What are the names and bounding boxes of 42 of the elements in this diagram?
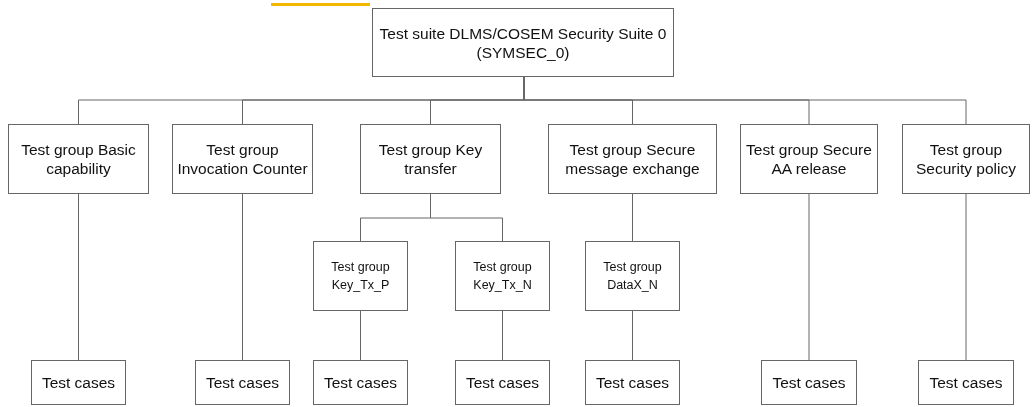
connector-line [632, 310, 633, 361]
test-box [902, 124, 1030, 194]
test-box [372, 8, 674, 77]
box-label: Test group Key_Tx_N [472, 259, 533, 294]
test-box [548, 124, 717, 194]
box-label: Test cases [205, 373, 280, 392]
connector-line [632, 193, 633, 242]
connector-line [242, 193, 243, 361]
test-box [585, 360, 680, 405]
box-label: Test suite DLMS/COSEM Security Suite 0 (SYMSEC_0) [378, 23, 668, 62]
test-box [313, 360, 408, 405]
test-box [360, 124, 501, 194]
test-box [31, 360, 126, 405]
box-label: Test cases [323, 373, 398, 392]
box-label: Test group DataX_N [602, 259, 663, 294]
test-box [740, 124, 878, 194]
test-box [918, 360, 1014, 405]
connector-line [965, 193, 967, 361]
connector-line [808, 193, 810, 361]
test-box [8, 124, 149, 194]
box-label: Test group Secure AA release [745, 140, 873, 178]
test-box [455, 241, 550, 311]
box-label: Test group Invocation Counter [177, 140, 308, 178]
connector-line [78, 193, 79, 361]
test-box [585, 241, 680, 311]
box-label: Test cases [465, 373, 540, 392]
box-label: Test group Key transfer [377, 140, 484, 178]
box-label: Test group Security policy [915, 140, 1017, 178]
test-box [761, 360, 857, 405]
box-label: Test group Key_Tx_P [330, 259, 391, 294]
box-label: Test cases [595, 373, 670, 392]
box-label: Test cases [929, 373, 1003, 392]
box-label: Test cases [772, 373, 846, 392]
test-box [195, 360, 290, 405]
connector-line [502, 310, 503, 361]
box-label: Test cases [41, 373, 116, 392]
test-box [313, 241, 408, 311]
box-label: Test group Secure message exchange [564, 140, 701, 178]
test-box [455, 360, 550, 405]
box-label: Test group Basic capability [20, 140, 137, 178]
connector-line [360, 310, 361, 361]
test-box [172, 124, 313, 194]
